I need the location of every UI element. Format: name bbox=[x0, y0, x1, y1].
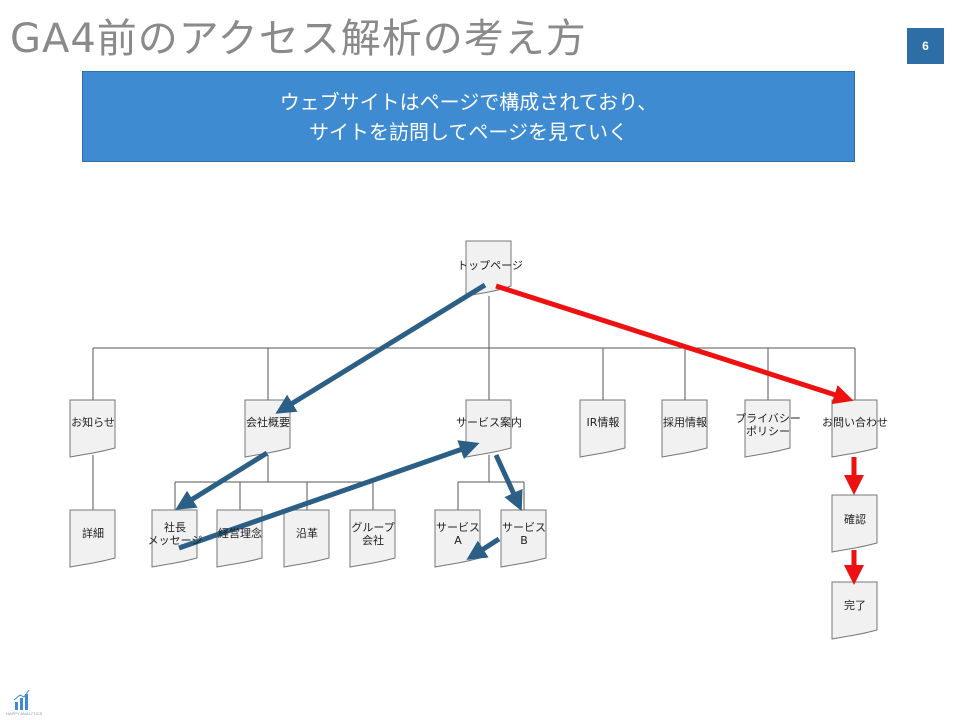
page-detail bbox=[69, 509, 116, 568]
arrow-top-to-contact bbox=[495, 283, 854, 405]
node-label-service-a-line1: サービス bbox=[436, 521, 480, 534]
node-label-ceo-line1: 社長 bbox=[164, 521, 186, 534]
summary-banner: ウェブサイトはページで構成されており、 サイトを訪問してページを見ていく bbox=[82, 71, 855, 162]
page-number-badge: 6 bbox=[907, 28, 944, 64]
arrow-b-to-a bbox=[466, 536, 501, 560]
page-contact bbox=[831, 399, 878, 458]
page-confirm bbox=[831, 494, 878, 553]
node-label-group: グループ 会社 bbox=[338, 521, 408, 547]
node-label-service-b: サービス B bbox=[489, 521, 559, 547]
slide-title: GA4前のアクセス解析の考え方 bbox=[10, 16, 587, 62]
page-company bbox=[244, 399, 291, 458]
arrow-company-to-ceo bbox=[175, 450, 269, 510]
page-shapes bbox=[69, 240, 878, 640]
node-label-complete: 完了 bbox=[844, 599, 866, 612]
page-recruit bbox=[661, 399, 708, 458]
page-history bbox=[283, 509, 330, 568]
node-label-privacy-line2: ポリシー bbox=[746, 425, 790, 438]
node-label-company: 会社概要 bbox=[246, 416, 290, 429]
tree-connectors bbox=[92, 296, 856, 510]
bar-chart-logo-icon bbox=[13, 689, 30, 710]
node-label-service-b-line2: B bbox=[520, 534, 528, 547]
node-label-group-line2: 会社 bbox=[362, 534, 384, 547]
banner-line-2: サイトを訪問してページを見ていく bbox=[309, 119, 628, 144]
page-news bbox=[69, 399, 116, 458]
node-label-philosophy: 経営理念 bbox=[218, 527, 262, 540]
node-label-top: トップページ bbox=[457, 259, 523, 272]
node-label-service-a-line2: A bbox=[454, 534, 462, 547]
node-label-ceo: 社長 メッセージ bbox=[137, 521, 213, 547]
page-service-b bbox=[500, 509, 547, 568]
page-ceo bbox=[151, 509, 198, 568]
page-ir bbox=[579, 399, 626, 458]
node-label-privacy-line1: プライバシー bbox=[735, 412, 801, 425]
node-label-news: お知らせ bbox=[71, 416, 115, 429]
node-label-recruit: 採用情報 bbox=[663, 416, 707, 429]
node-label-service-a: サービス A bbox=[423, 521, 493, 547]
node-label-service: サービス案内 bbox=[456, 416, 522, 429]
node-label-service-b-line1: サービス bbox=[502, 521, 546, 534]
node-label-group-line1: グループ bbox=[351, 521, 395, 534]
node-label-history: 沿革 bbox=[296, 527, 318, 540]
node-label-detail: 詳細 bbox=[82, 527, 104, 540]
node-label-ir: IR情報 bbox=[586, 416, 620, 429]
user-path-red bbox=[495, 283, 864, 585]
node-label-contact: お問い合わせ bbox=[822, 416, 888, 429]
page-group bbox=[349, 509, 396, 568]
banner-line-1: ウェブサイトはページで構成されており、 bbox=[279, 89, 658, 114]
node-label-ceo-line2: メッセージ bbox=[147, 534, 203, 547]
logo-text: HAPPY ANALYTICS bbox=[6, 711, 43, 716]
page-privacy bbox=[744, 399, 791, 458]
user-path-blue bbox=[175, 282, 523, 560]
node-label-confirm: 確認 bbox=[844, 513, 866, 526]
arrow-ceo-to-service bbox=[178, 440, 480, 551]
page-complete bbox=[831, 581, 878, 640]
node-label-privacy: プライバシー ポリシー bbox=[728, 412, 808, 438]
arrow-service-to-b bbox=[493, 453, 523, 512]
arrow-top-to-company bbox=[275, 282, 487, 414]
